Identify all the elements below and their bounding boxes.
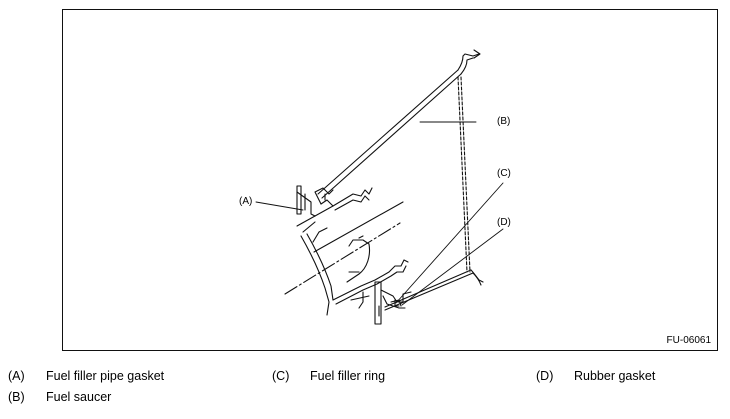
fuel-saucer-lower-panel [384,269,484,311]
legend-label-b: Fuel saucer [46,390,112,404]
filler-pipe-gasket [296,185,373,233]
filler-pipe-body [300,227,409,316]
leader-lines [255,121,504,306]
dashed-reference-line [457,76,471,273]
callout-b: (B) [497,116,511,127]
figure-code: FU-06061 [666,335,711,346]
callout-d: (D) [497,217,511,228]
pipe-axis-line [313,201,404,253]
legend-key-a: (A) [8,369,25,383]
legend-key-b: (B) [8,390,25,404]
fuel-filler-diagram [255,49,504,325]
fuel-saucer-upper-panel [317,49,481,199]
legend-key-c: (C) [272,369,290,383]
legend-label-a: Fuel filler pipe gasket [46,369,165,383]
figure-frame: (A) (B) (C) (D) FU-06061 [62,9,718,351]
callout-c: (C) [497,168,511,179]
legend-label-d: Rubber gasket [574,369,656,383]
pipe-centerline [284,222,401,295]
legend-key-d: (D) [536,369,554,383]
legend-label-c: Fuel filler ring [310,369,386,383]
callout-a: (A) [239,196,253,207]
